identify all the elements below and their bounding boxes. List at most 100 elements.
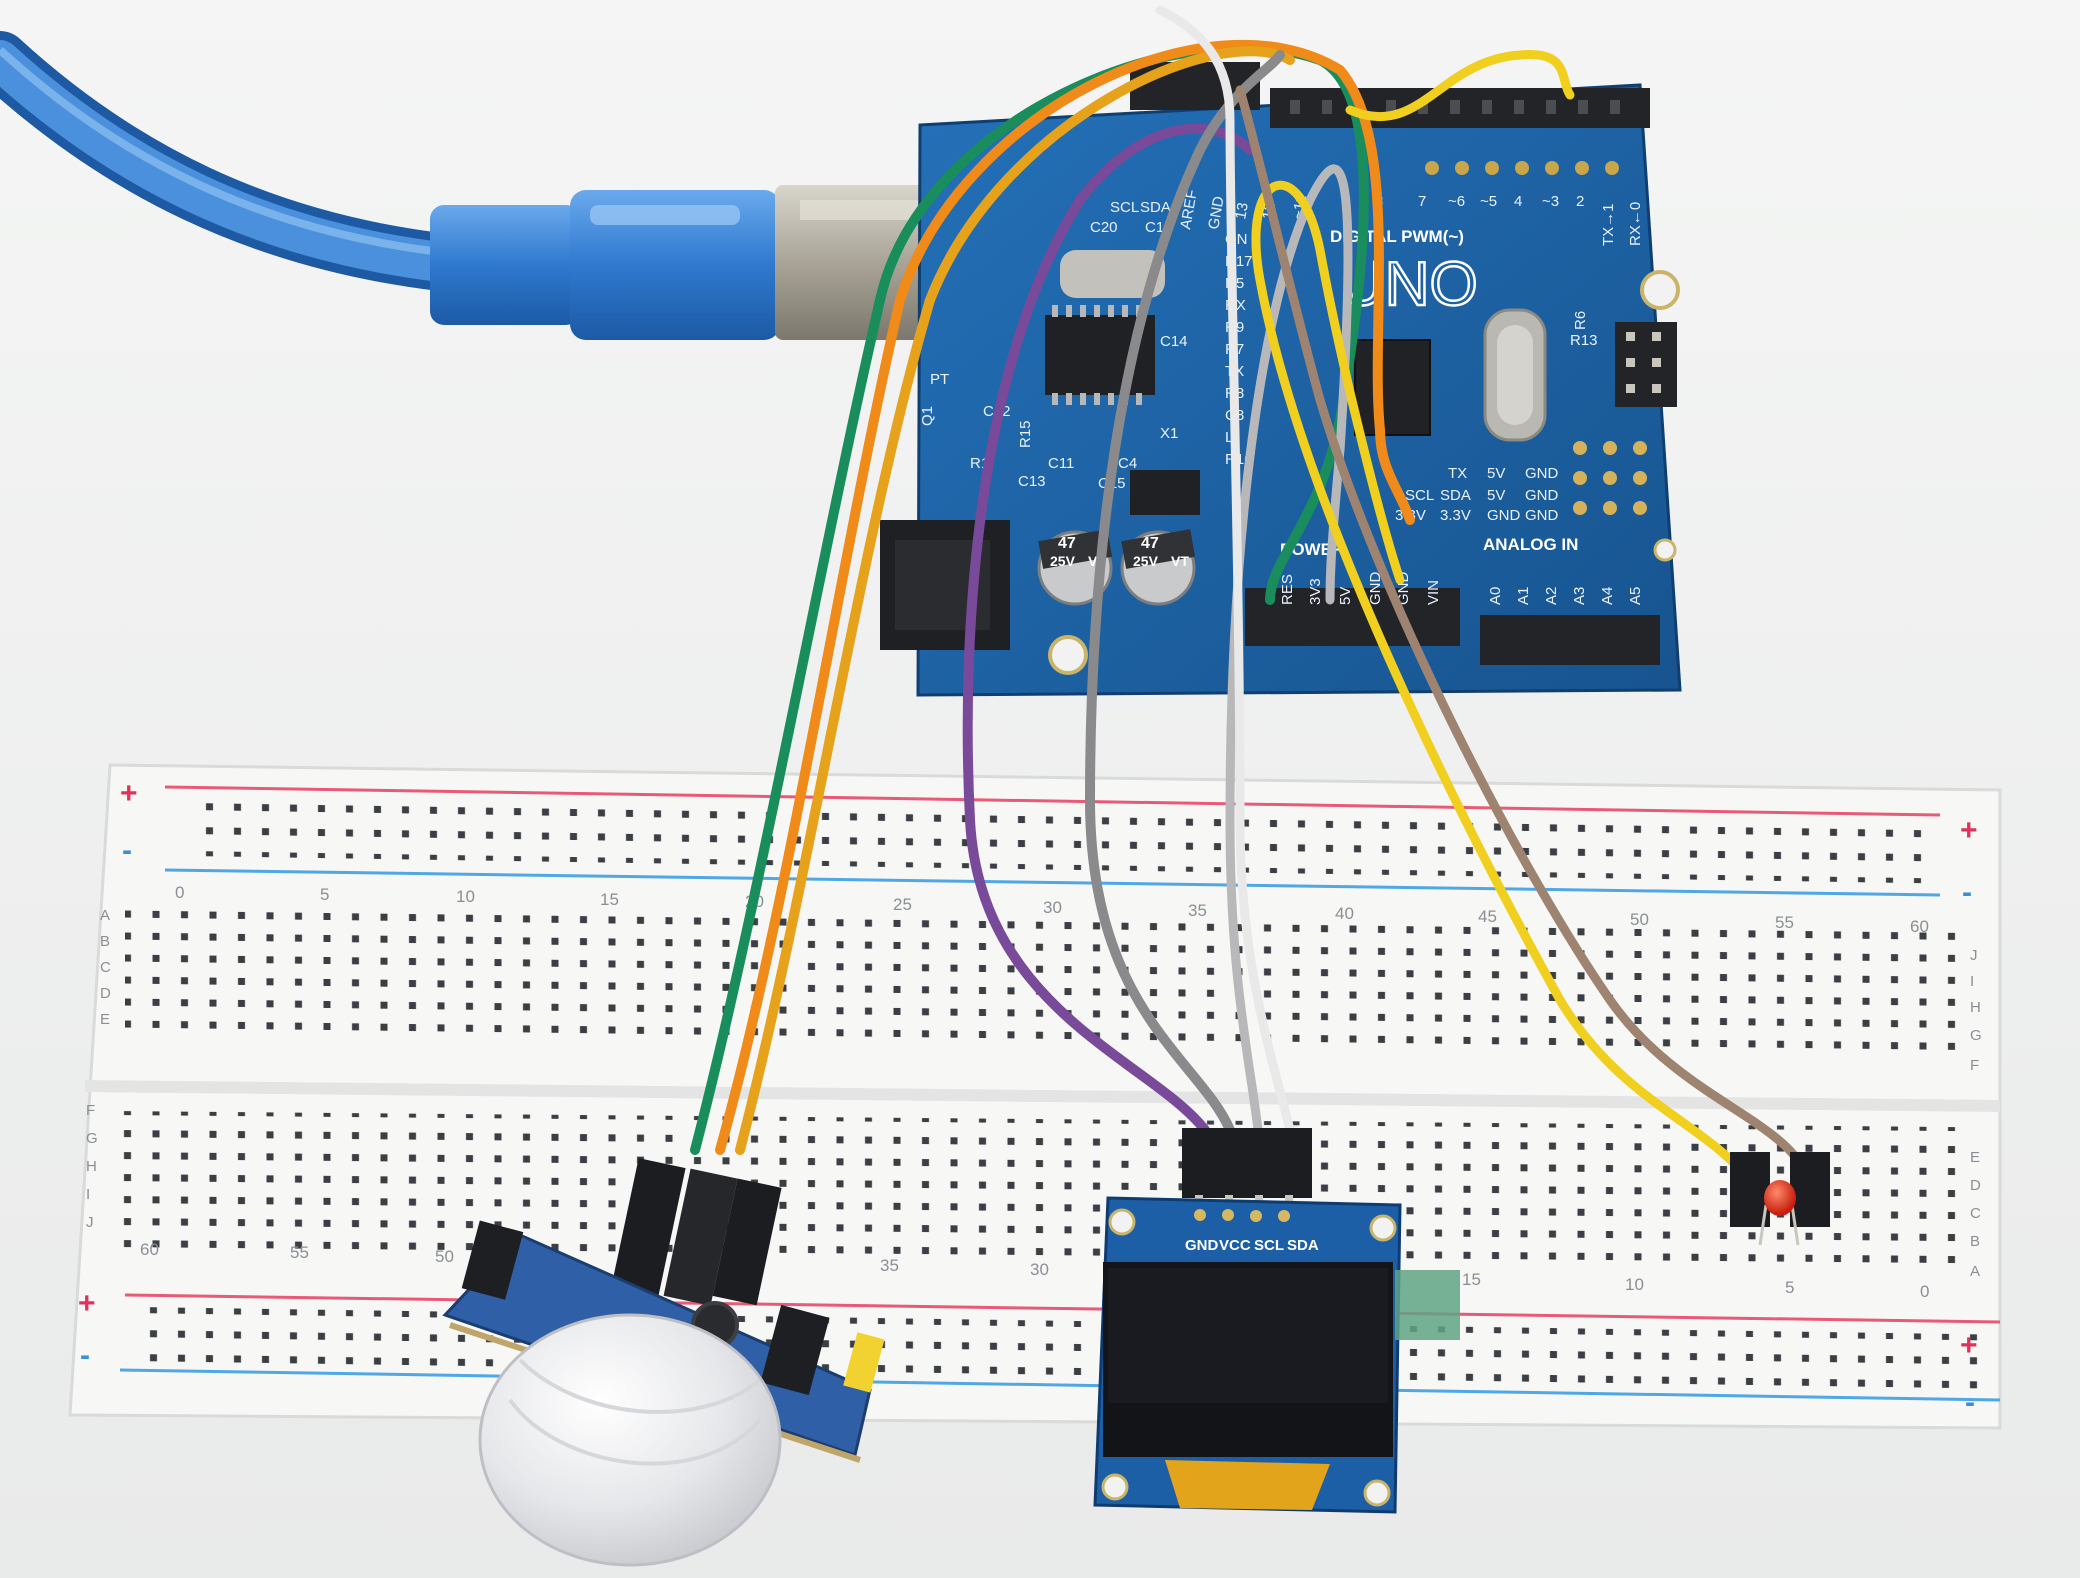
bb-row-left-g: G <box>86 1130 98 1147</box>
arduino-analog-header <box>1480 615 1660 665</box>
bb-col-top-40: 40 <box>1335 904 1354 923</box>
arduino-pin-3: ~3 <box>1542 193 1559 210</box>
bb-row-left-c: C <box>100 959 111 976</box>
bb-row-right-e: E <box>1970 1149 1980 1166</box>
bb-col-bottom-35: 35 <box>880 1256 899 1275</box>
bb-row-right-d: D <box>1970 1177 1981 1194</box>
arduino-capacitor-2 <box>1120 529 1196 606</box>
pir-connector-pins <box>611 1158 782 1306</box>
arduino-power-pin-res: RES <box>1279 574 1296 605</box>
bb-row-right-f: F <box>1970 1057 1979 1074</box>
arduino-icsp-row3-3v3b: 3.3V <box>1440 507 1471 524</box>
breadboard-top-rail-minus: - <box>122 834 132 867</box>
wire-yellow-top <box>1345 50 1575 121</box>
bb-col-bottom-60: 60 <box>140 1240 159 1259</box>
arduino-tx-label: TX→1 <box>1600 203 1617 246</box>
arduino-analog-pin-a0: A0 <box>1487 587 1504 605</box>
arduino-cap1-value: 47 <box>1058 535 1076 552</box>
bb-row-right-b: B <box>1970 1233 1980 1250</box>
bb-col-bottom-15: 15 <box>1462 1270 1481 1289</box>
arduino-pin-4: 4 <box>1514 193 1522 210</box>
bb-row-left-a: A <box>100 907 110 924</box>
bb-col-top-15: 15 <box>600 890 619 909</box>
bb-row-right-i: I <box>1970 973 1974 990</box>
pir-capacitor-right <box>760 1304 830 1396</box>
pir-motion-sensor <box>442 1220 885 1567</box>
arduino-pin-5: ~5 <box>1480 193 1497 210</box>
pir-lens-dome <box>478 1313 782 1567</box>
bb-row-left-e: E <box>100 1011 110 1028</box>
arduino-capacitor-1 <box>1037 529 1113 606</box>
breadboard-terminal-top <box>125 906 1965 1065</box>
oled-mount-hole-tl <box>1108 1208 1136 1236</box>
arduino-icsp-row2-scl: SCL <box>1405 487 1434 504</box>
arduino-icsp-row2-5v: 5V <box>1487 487 1505 504</box>
bb-col-top-45: 45 <box>1478 907 1497 926</box>
arduino-top-header-13: 13 <box>1232 201 1252 220</box>
arduino-label-x1: X1 <box>1160 425 1178 442</box>
arduino-analog-pin-a1: A1 <box>1515 587 1532 605</box>
breadboard-top-rail-plus-right: + <box>1960 814 1978 847</box>
bb-col-top-25: 25 <box>893 895 912 914</box>
bb-col-bottom-5: 5 <box>1785 1278 1794 1297</box>
arduino-led-l: L <box>1225 429 1233 446</box>
pir-jumper <box>843 1332 885 1393</box>
arduino-cap1-voltage: 25V <box>1050 553 1076 569</box>
arduino-power-pin-3v3: 3V3 <box>1307 578 1324 605</box>
breadboard-terminal-bottom <box>110 1110 1970 1268</box>
arduino-cap2-value: 47 <box>1141 535 1159 552</box>
arduino-analog-label: ANALOG IN <box>1483 535 1578 554</box>
wire-grey <box>1084 50 1285 1135</box>
bb-row-left-h: H <box>86 1158 97 1175</box>
arduino-rx-label: RX←0 <box>1627 202 1644 246</box>
arduino-icsp-row3-gndb: GND <box>1525 507 1559 524</box>
arduino-analog-pin-a3: A3 <box>1571 587 1588 605</box>
oled-display-module: GND VCC SCL SDA <box>1093 1196 1460 1514</box>
arduino-power-header <box>1245 588 1460 646</box>
bb-col-top-0: 0 <box>175 883 184 902</box>
arduino-pin-2: 2 <box>1576 193 1584 210</box>
arduino-label-c11: C11 <box>1048 455 1074 472</box>
oled-mount-hole-br <box>1363 1479 1391 1507</box>
bb-row-left-d: D <box>100 985 111 1002</box>
arduino-mount-hole-3 <box>1653 538 1677 562</box>
bb-col-top-50: 50 <box>1630 910 1649 929</box>
oled-protective-film-tab <box>1395 1270 1460 1340</box>
wire-yellow-pir <box>735 46 1295 1155</box>
arduino-icsp-row1-tx: TX <box>1448 465 1467 482</box>
arduino-top-header-scl: SCL <box>1110 199 1139 216</box>
bb-col-bottom-0: 0 <box>1920 1282 1929 1301</box>
bb-row-right-j: J <box>1970 947 1978 964</box>
arduino-icsp-row2-gnd: GND <box>1525 487 1559 504</box>
jumper-wires <box>690 5 1813 1185</box>
bb-row-right-h: H <box>1970 999 1981 1016</box>
oled-mount-hole-bl <box>1101 1473 1129 1501</box>
arduino-icsp-header <box>1615 322 1677 407</box>
bb-col-top-35: 35 <box>1188 901 1207 920</box>
breadboard-top-rail-minus-right: - <box>1962 876 1972 909</box>
bb-row-right-g: G <box>1970 1027 1982 1044</box>
arduino-label-c13: C13 <box>1018 473 1046 490</box>
oled-pin-sda: SDA <box>1287 1237 1319 1254</box>
breadboard-bottom-rail-plus: + <box>78 1287 96 1320</box>
bb-col-bottom-30: 30 <box>1030 1260 1049 1279</box>
oled-flex-cable <box>1165 1460 1330 1510</box>
breadboard-bottom-rail-plus-right: + <box>1960 1329 1978 1362</box>
arduino-top-header-sda: SDA <box>1140 199 1171 216</box>
pir-capacitor-left <box>461 1220 524 1300</box>
arduino-pin-7: 7 <box>1418 193 1426 210</box>
arduino-analog-pin-a5: A5 <box>1627 587 1644 605</box>
arduino-power-pin-5v: 5V <box>1337 587 1354 605</box>
bb-col-bottom-50: 50 <box>435 1247 454 1266</box>
arduino-cap2-voltage: 25V <box>1133 553 1159 569</box>
bb-row-left-i: I <box>86 1186 90 1203</box>
arduino-top-header-gnd: GND <box>1205 195 1228 231</box>
bb-row-right-a: A <box>1970 1263 1980 1280</box>
bb-col-bottom-55: 55 <box>290 1243 309 1262</box>
arduino-analog-pin-a2: A2 <box>1543 587 1560 605</box>
usb-connector-boot <box>430 205 580 325</box>
led-lens <box>1764 1180 1796 1216</box>
arduino-icsp-row3-gnda: GND <box>1487 507 1521 524</box>
oled-header <box>1182 1128 1312 1215</box>
arduino-mount-hole-2 <box>1048 635 1088 675</box>
